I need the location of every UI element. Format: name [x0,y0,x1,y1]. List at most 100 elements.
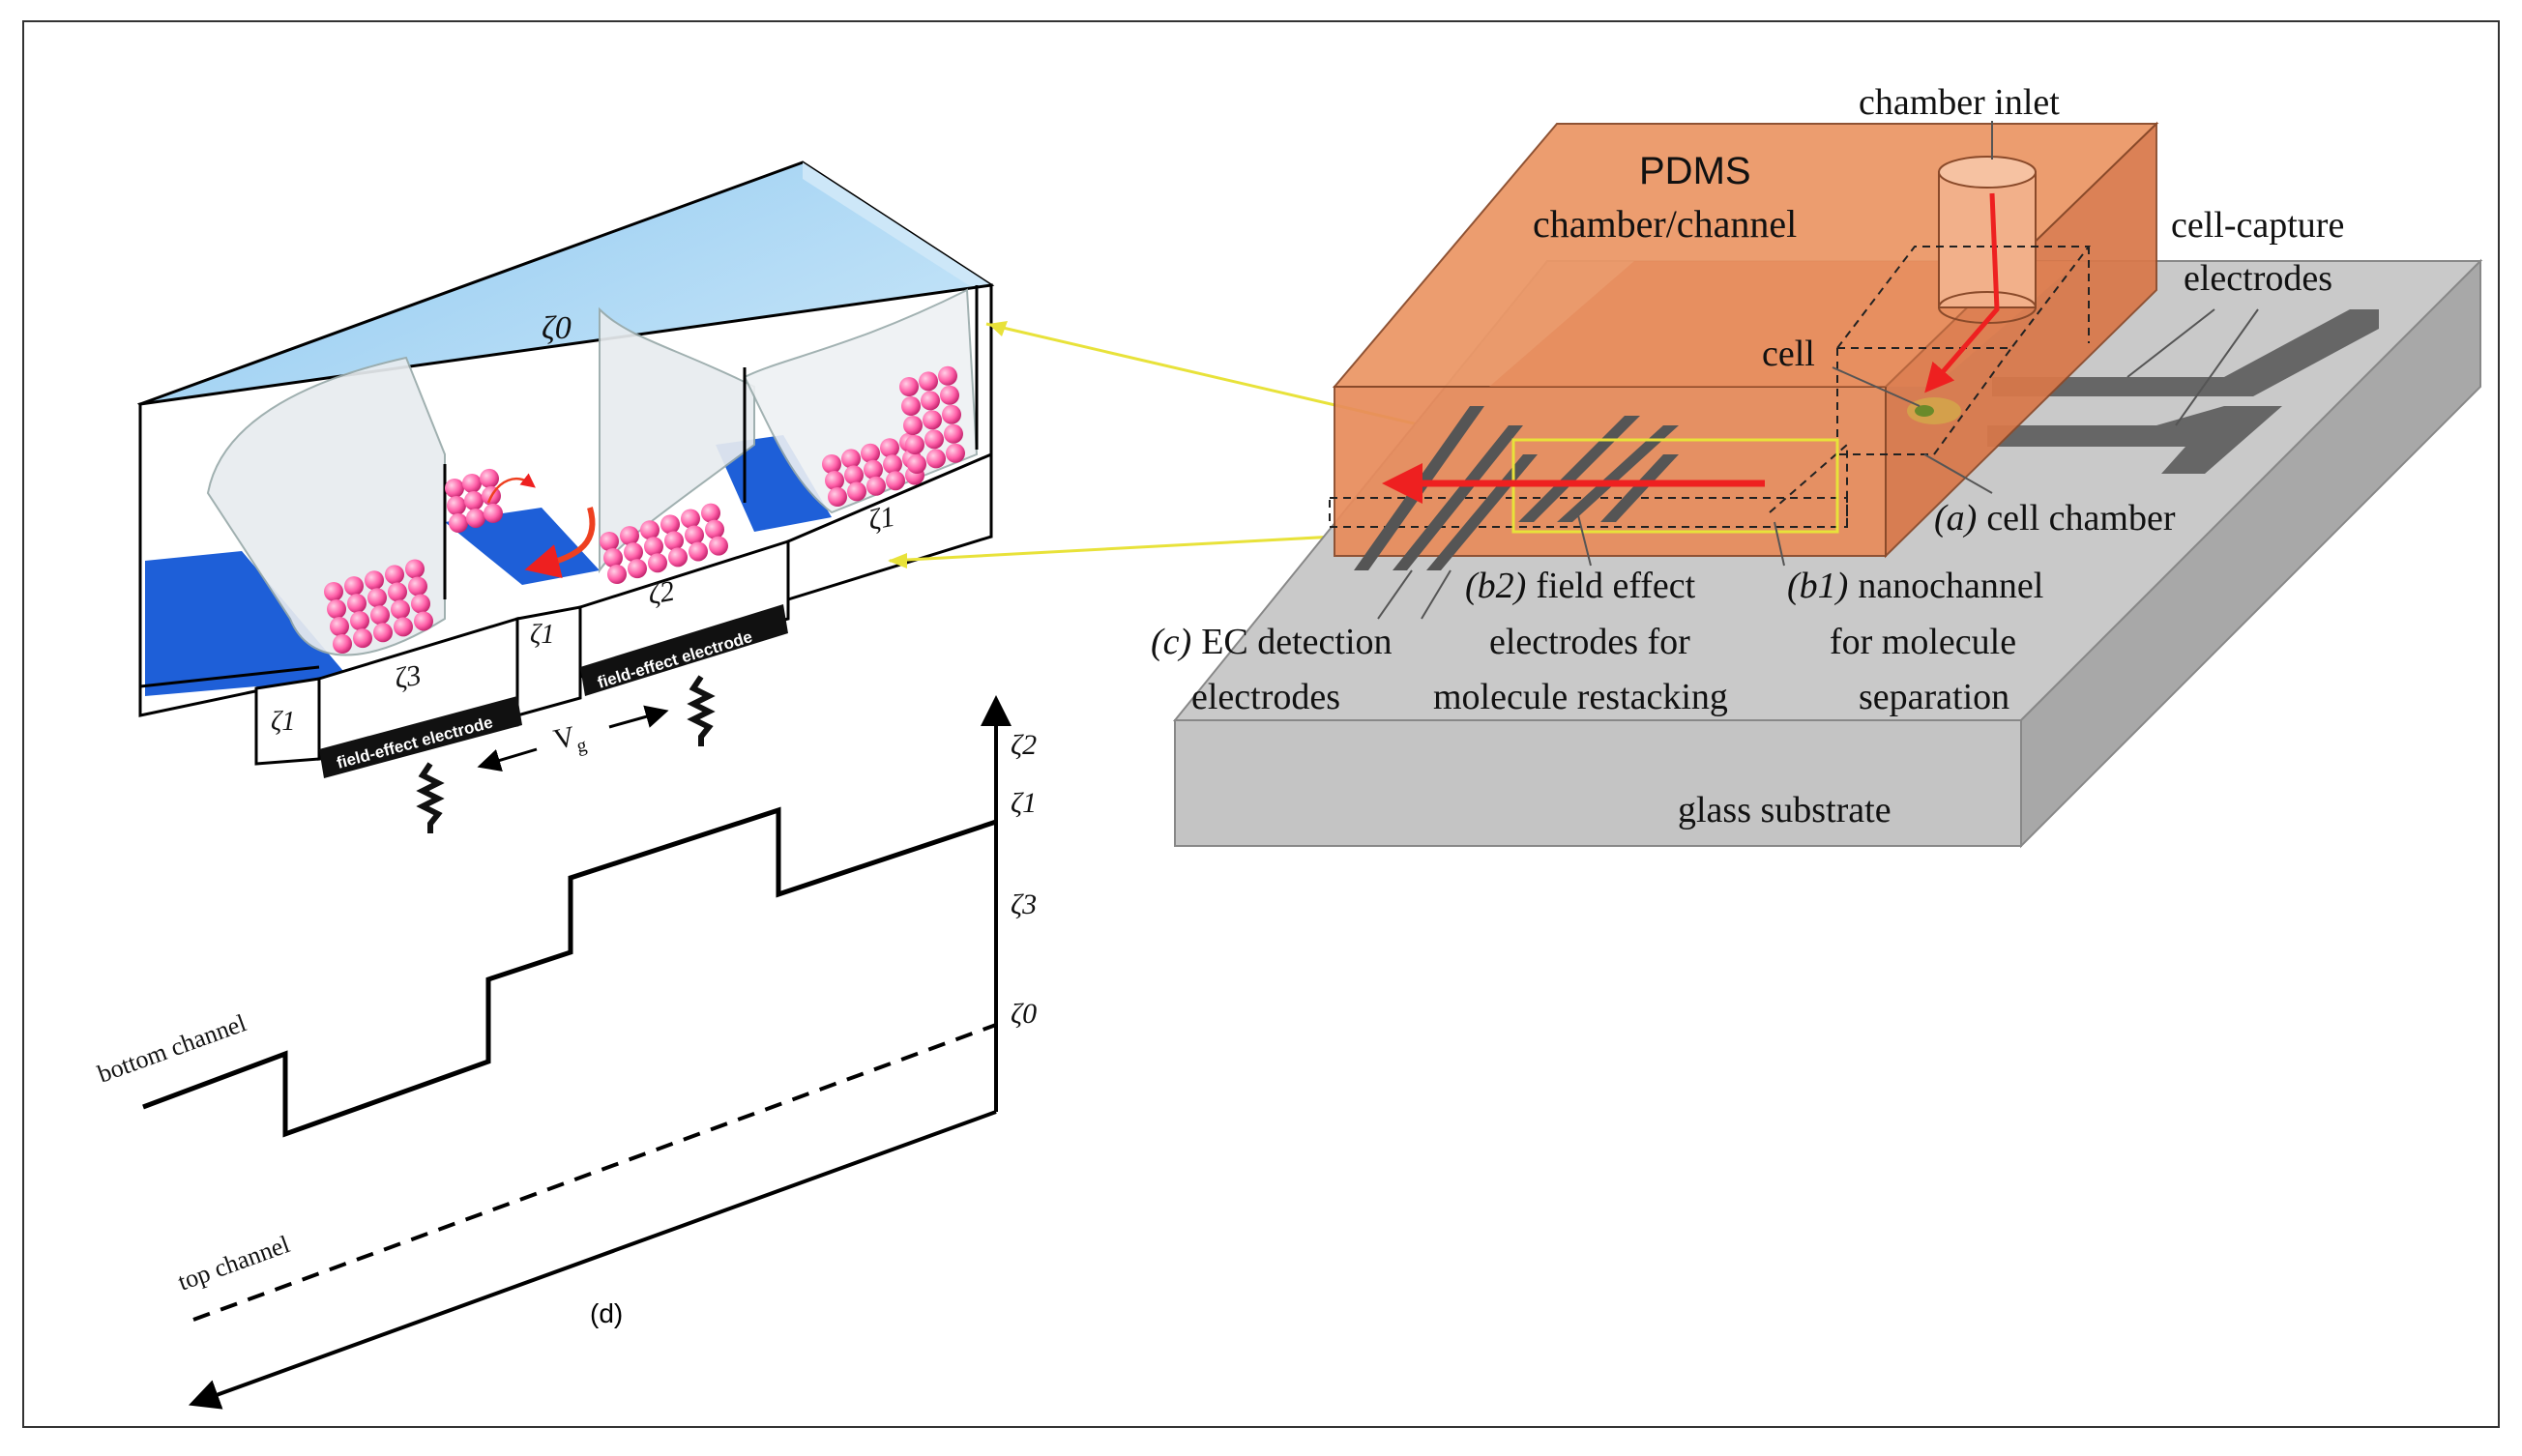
molecule [921,391,940,411]
plot-diagonal-axis [188,1110,997,1410]
label-pdms-channel: chamber/channel [1533,202,1797,246]
molecule [886,471,905,491]
molecule [864,459,883,480]
molecule [391,599,410,620]
molecule [940,385,959,405]
top-channel-profile [192,1023,997,1322]
label-vg: Vg [551,718,589,762]
label-b2: (b2)field effect [1465,566,1696,606]
molecule [388,582,407,602]
cell-pointer [1832,366,1921,407]
label-cell-capture: cell-capture [2171,205,2344,246]
molecule [347,594,367,614]
axis-label-zeta1: ζ1 [1011,787,1037,819]
label-c-line2: electrodes [1191,677,1340,717]
molecule [844,465,864,485]
device-illustration: chamber inlet PDMS chamber/channel cell … [1151,82,2483,849]
molecule [445,479,464,498]
molecule [685,525,704,545]
fe-electrode-2 [1557,425,1679,522]
molecule [324,582,343,601]
molecule [825,471,844,490]
restacking-arrow [524,507,596,579]
cell-chamber-pointer [1923,453,1993,494]
molecule [923,410,942,430]
axis-label-zeta3: ζ3 [1011,888,1037,920]
electrode-lead-right [687,675,716,746]
molecule [828,487,847,507]
molecule [620,526,639,546]
molecule [709,536,728,556]
molecule [924,429,944,450]
top-channel-label: top channel [174,1230,293,1296]
b2-pointer [1575,507,1592,567]
base-row-line [139,665,320,688]
plot-caption: (d) [590,1298,623,1328]
molecule [705,519,724,539]
vg-arrow-left [477,747,538,772]
leader-arrowhead-top [988,321,1008,336]
molecule [919,371,938,392]
label-b2-line2: electrodes for [1489,622,1690,662]
chamber-inlet-top [1938,156,2037,189]
label-cell: cell [1762,334,1815,374]
label-c: (c)EC detection [1151,622,1393,662]
label-zeta1-left: ζ1 [271,707,295,737]
flow-arrow-inlet [1924,192,2000,393]
molecule [822,454,841,474]
molecule [370,605,390,626]
ec-pointer-2 [1421,569,1452,620]
axis-label-zeta2: ζ2 [1011,729,1037,761]
molecule [866,476,886,496]
molecule [942,404,961,424]
molecule [603,548,623,568]
electrode-pointer-2 [2175,308,2259,426]
molecule [624,542,643,563]
bottom-channel-floor-1 [145,551,348,696]
electrode-pointer-1 [2126,308,2215,378]
outer-frame [22,20,2500,1428]
molecule [385,565,404,585]
molecule [353,628,372,649]
molecule [883,454,902,475]
label-zeta2: ζ2 [645,575,676,611]
fe-electrode-3 [1600,454,1679,522]
molecule [414,611,433,631]
label-b2-line3: molecule restacking [1433,677,1728,717]
field-effect-electrode-right-bar [580,604,788,696]
molecule [664,531,684,551]
molecule [600,532,619,551]
b1-pointer [1774,521,1785,567]
molecule [333,634,352,654]
pdms-inner-channel [1489,261,2079,387]
molecule [462,473,482,493]
molecule [689,541,708,562]
cell-chamber-box-front [1836,347,2012,455]
fe-electrode-1 [1518,416,1640,522]
molecule [408,576,427,597]
molecule [701,503,720,523]
axis-label-zeta0: ζ0 [1011,998,1037,1030]
glass-substrate-side [2020,258,2481,849]
molecule [905,435,924,454]
molecule [926,449,946,469]
label-b1-line2: for molecule [1830,622,2016,662]
molecule [903,416,923,435]
molecule [365,570,384,591]
molecule [367,588,387,608]
molecule [841,449,861,469]
molecule-cluster-1 [324,559,433,654]
channel-back-wall [803,162,991,300]
glass-substrate-front [1174,719,2022,847]
molecule [938,365,957,386]
label-pdms: PDMS [1639,150,1751,192]
pdms-side [1885,121,2157,559]
molecule [628,559,647,579]
label-zeta3: ζ3 [392,659,423,695]
chamber-inlet-cylinder [1938,171,2037,308]
molecule [640,520,660,540]
label-b1: (b1)nanochannel [1787,566,2043,606]
molecule [668,547,688,568]
label-zeta1-mid: ζ1 [530,620,554,650]
